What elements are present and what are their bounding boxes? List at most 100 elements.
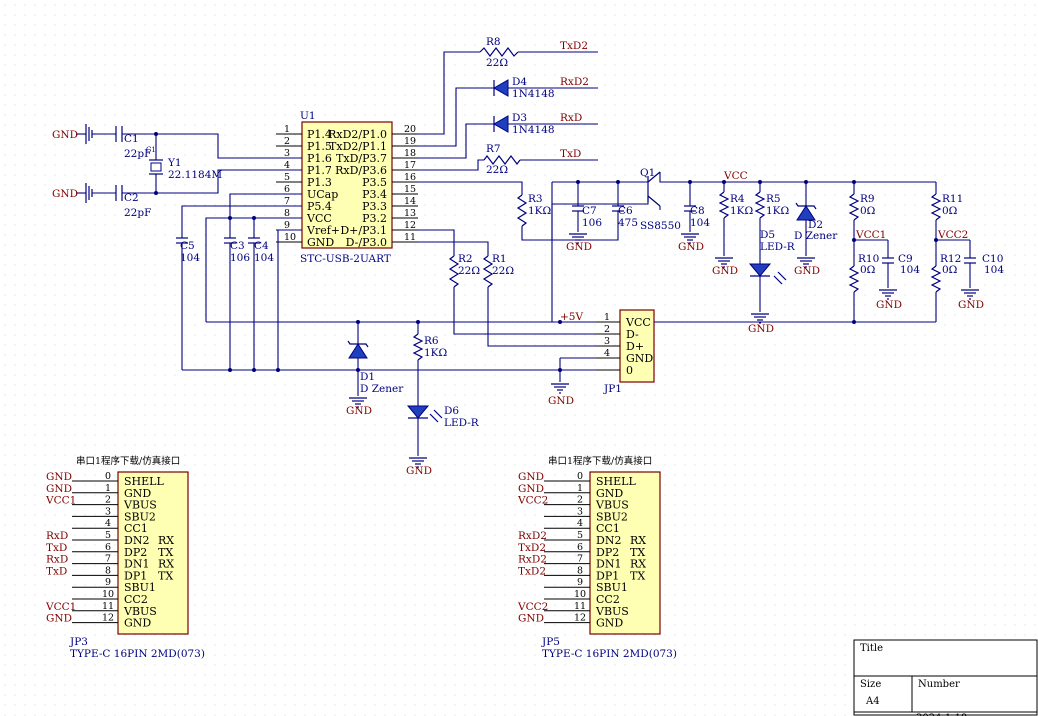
jp3-pin-name: VBUS (123, 499, 157, 512)
jp5-pin-num: 9 (577, 577, 583, 588)
r5-ref: R5 (766, 193, 781, 205)
c9-val: 104 (900, 264, 920, 276)
q1-val: SS8550 (640, 220, 681, 232)
c9-ref: C9 (898, 253, 913, 265)
u1-pin-num: 17 (404, 160, 416, 171)
jp3-net-label: VCC1 (45, 601, 76, 613)
gnd-label-r4: GND (712, 265, 738, 277)
r2-ref: R2 (458, 253, 473, 265)
u1-pin-name: P3.4 (362, 188, 387, 201)
jp5-pin-num: 5 (577, 530, 583, 541)
r7-val: 22Ω (486, 164, 508, 176)
jp5-pin-name: CC2 (596, 593, 620, 606)
jp5-pin-num: 12 (574, 613, 586, 624)
r11-val: 0Ω (942, 205, 958, 217)
jp3-net-label: RxD (46, 530, 68, 542)
jp1-pin-name: VCC (625, 316, 651, 329)
jp1-pin-num: 4 (604, 348, 610, 359)
c3-val: 106 (230, 252, 250, 264)
d4-val: 1N4148 (512, 88, 555, 100)
jp5-pin-name: VBUS (595, 499, 629, 512)
jp5-pin-name: DN1 (596, 558, 621, 571)
number-label: Number (918, 679, 960, 690)
net-vcc-label: VCC (723, 170, 748, 182)
u1-pin-num: 16 (404, 172, 416, 183)
u1-pin-num: 9 (284, 220, 290, 231)
u1-pin-name: P1.6 (307, 152, 332, 165)
u1-pin-name: P1.3 (307, 176, 332, 189)
u1-pin-name: P3.3 (362, 200, 387, 213)
jp3-pin-num: 4 (105, 518, 111, 529)
y1-ref: Y1 (167, 157, 182, 169)
jp1-pin-name: 0 (626, 364, 633, 377)
decoupling-caps (176, 193, 620, 372)
u1-pin-name: VCC (306, 212, 332, 225)
jp3-pin-num: 10 (102, 589, 114, 600)
u1-pin-name: P1.4 (307, 128, 332, 141)
c1-ref: C1 (124, 133, 139, 145)
net-vcc2-label: VCC2 (937, 229, 968, 241)
c5-ref: C5 (180, 240, 195, 252)
jp5-pin-num: 4 (577, 518, 583, 529)
jp3-pin-name: GND (124, 617, 151, 630)
jp3-pin-num: 11 (102, 601, 114, 612)
jp1-pin-num: 1 (604, 312, 610, 323)
r2-val: 22Ω (458, 265, 480, 277)
r3-ref: R3 (528, 193, 543, 205)
jp3-pin-num: 6 (105, 542, 111, 553)
u1-pin-num: 14 (404, 196, 416, 207)
jp3-pin-num: 2 (105, 495, 111, 506)
u1-pin-name: D-/P3.0 (346, 236, 387, 249)
jp3-pin-name: DN1 (124, 558, 149, 571)
gnd-label-c9: GND (876, 299, 902, 311)
c2-ref: C2 (124, 192, 139, 204)
u1-pin-name: TxD/P3.7 (336, 152, 387, 165)
gnd-label-c8: GND (678, 241, 704, 253)
u1-body (301, 121, 393, 249)
jp3-net-label: GND (46, 483, 72, 495)
jp5-pin-name: GND (596, 487, 623, 500)
jp3-pin-name: CC2 (124, 593, 148, 606)
u1-pin-name: P5.4 (307, 200, 332, 213)
u1-pin-num: 20 (404, 124, 416, 135)
jp3-net-label: TxD (46, 542, 67, 554)
y1-val: 22.1184M (168, 169, 222, 181)
jp5-net-label: RxD2 (518, 554, 547, 566)
jp5-pin-name: SBU2 (596, 510, 628, 523)
jp3-header: 串口1程序下载/仿真接口 (76, 455, 180, 467)
jp3-pin-name: SBU1 (124, 581, 156, 594)
u1-pin-num: 5 (284, 172, 290, 183)
u1-part: STC-USB-2UART (300, 253, 391, 265)
u1-pin-num: 13 (404, 208, 416, 219)
top-signal-lines (418, 47, 649, 241)
jp3-pin-num: 7 (105, 554, 111, 565)
jp5-pin-name: GND (596, 617, 623, 630)
u1-pin-num: 15 (404, 184, 416, 195)
jp3-pin-function: TX (158, 546, 173, 559)
u1-pin-num: 6 (284, 184, 290, 195)
jp1-designator: JP1 (603, 383, 622, 395)
jp3-pin-name: SBU2 (124, 510, 156, 523)
gnd-label-c2: GND (52, 188, 78, 200)
jp5-pin-num: 0 (577, 471, 583, 482)
r1-val: 22Ω (492, 265, 514, 277)
u1-pin-num: 3 (284, 148, 290, 159)
d6-ref: D6 (444, 405, 459, 417)
r7-ref: R7 (486, 143, 501, 155)
r8-ref: R8 (486, 36, 501, 48)
c1-val: 22pF (124, 148, 151, 160)
jp5-pin-function: RX (630, 534, 646, 547)
jp3-pin-name: DP1 (124, 569, 147, 582)
jp5-net-label: TxD2 (518, 565, 546, 577)
jp5-pin-name: CC1 (596, 522, 620, 535)
c6-val: 475 (618, 217, 638, 229)
u1-pin-name: RxD/P3.6 (335, 164, 387, 177)
u1-pin-name: D+/P3.1 (340, 224, 387, 237)
jp3-net-label: VCC1 (45, 495, 76, 507)
date-value: 2024-1-18 (916, 713, 967, 716)
r9-ref: R9 (860, 193, 875, 205)
u1-pin-num: 7 (284, 196, 290, 207)
